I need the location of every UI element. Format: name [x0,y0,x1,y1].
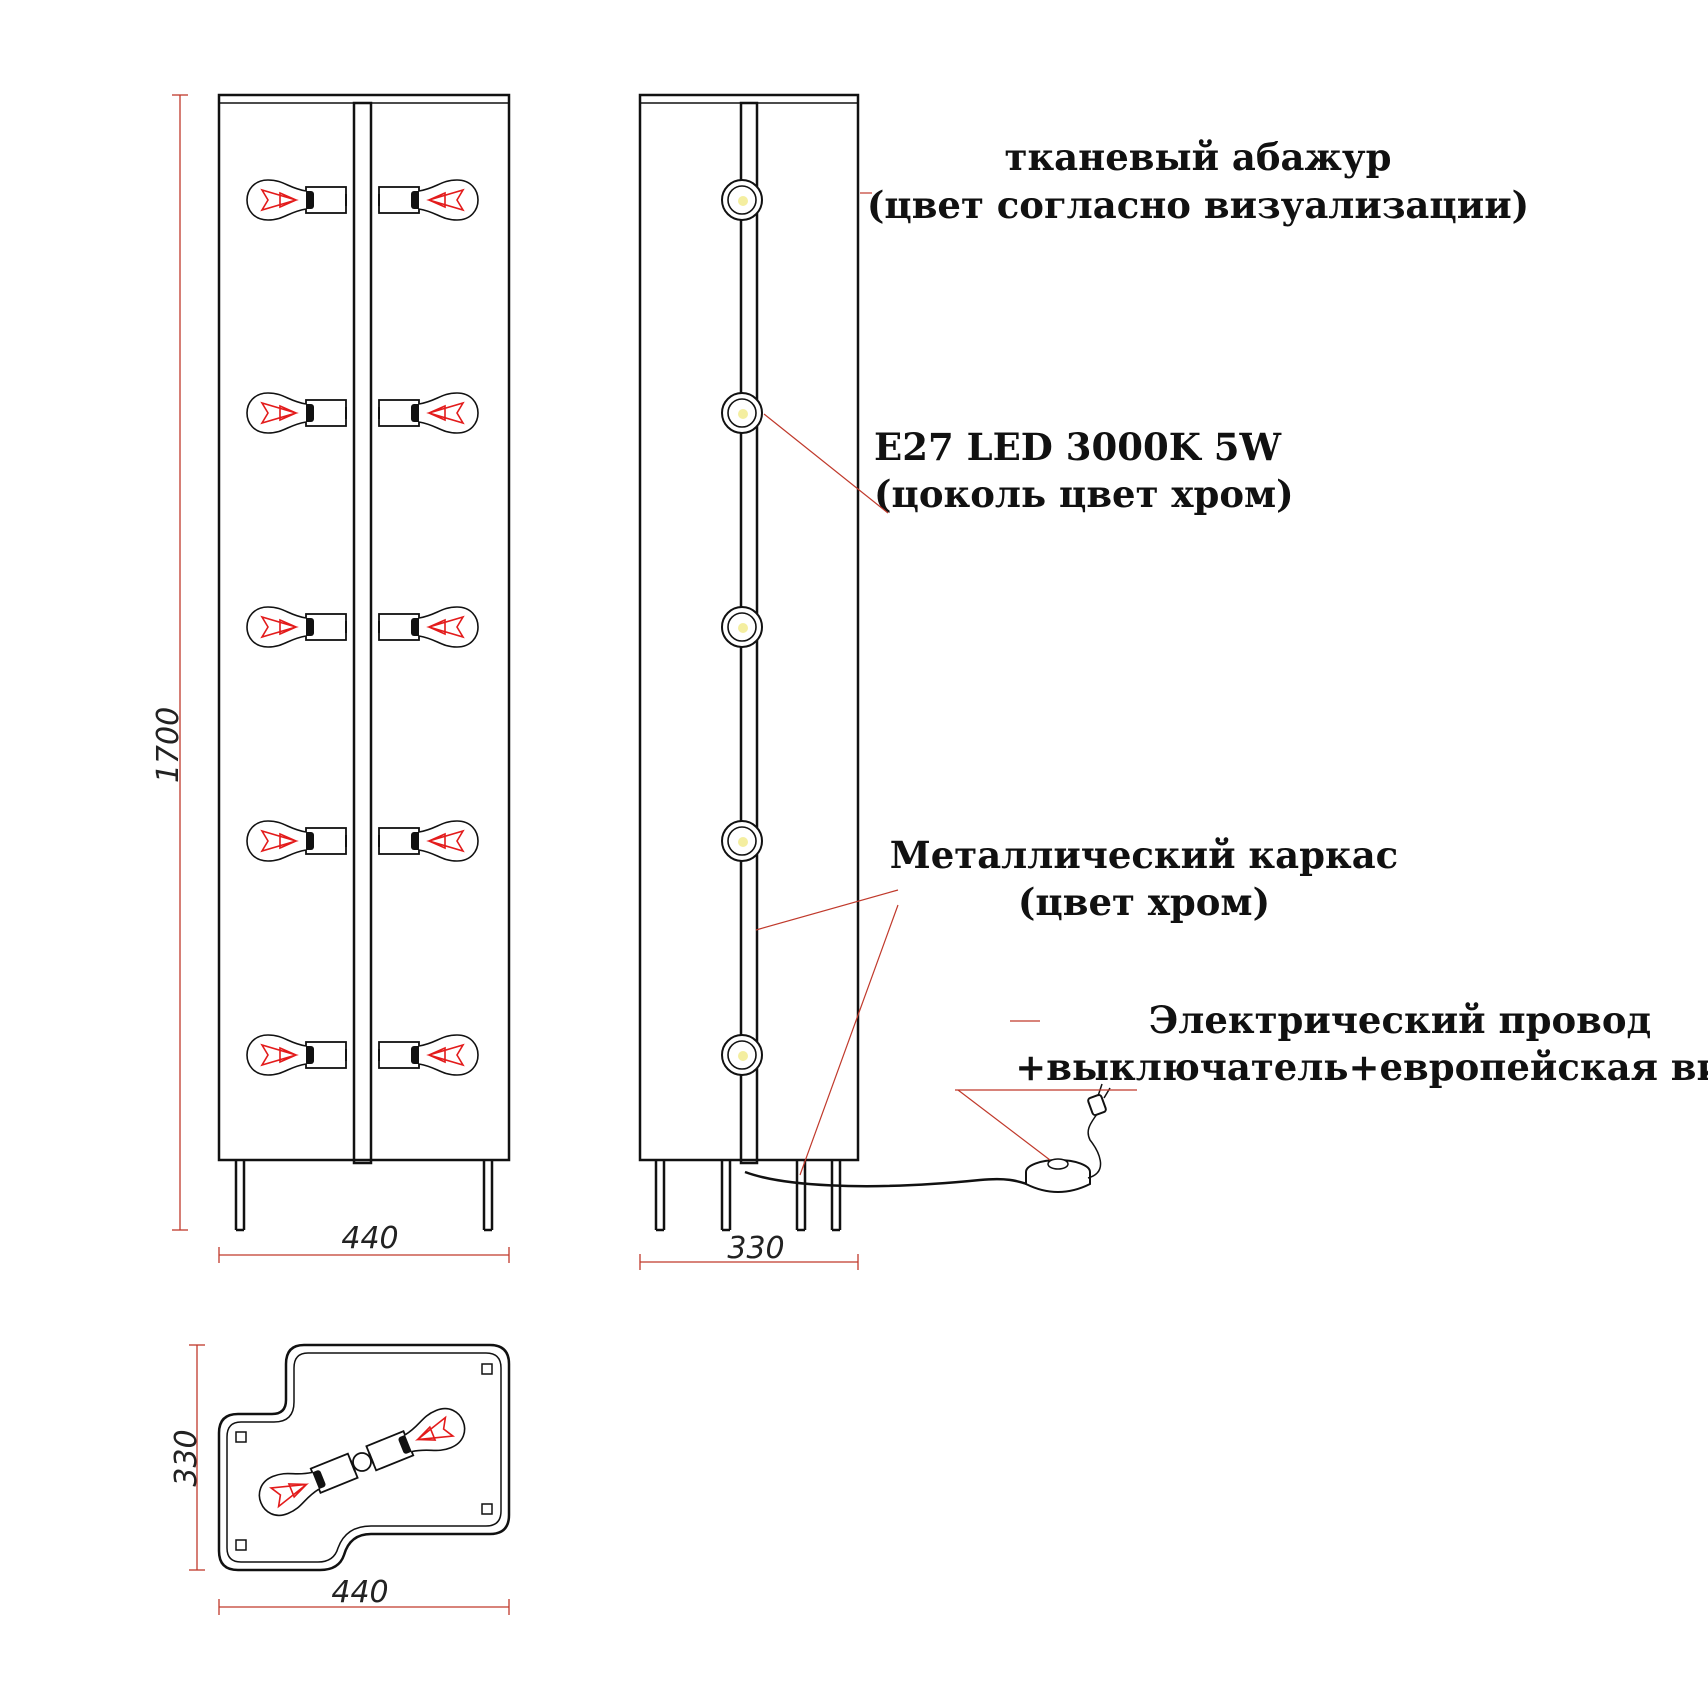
bulb-icon-front-right-2 [378,392,479,434]
bulb-leader [763,413,889,514]
bulb-note-line2: (цоколь цвет хром) [874,472,1294,516]
foot-switch-icon [1025,1158,1091,1193]
bulb-icon-plan-left [258,1452,359,1517]
cable-leader [957,1089,1051,1161]
front-bulb-array [246,179,479,1076]
bulb-icon-side-4 [721,820,763,862]
electric-cable [744,1170,1031,1188]
bulb-icon-front-right-4 [378,820,479,862]
shade-note-line1: тканевый абажур [1005,135,1392,179]
side-width-label: 330 [727,1231,784,1266]
frame-leader-2 [799,904,899,1176]
frame-leader-1 [755,889,899,931]
front-view [217,93,511,1232]
plan-width-dimension: 440 [218,1575,510,1615]
bulb-icon-front-left-4 [246,820,347,862]
bulb-icon-side-1 [721,179,763,221]
bulb-icon-front-right-5 [378,1034,479,1076]
plan-outline-inner [226,1352,502,1563]
cable-note-line1: Электрический провод [1149,998,1651,1042]
bulb-icon-side-3 [721,606,763,648]
front-height-dimension: 1700 [151,94,188,1231]
plan-leg-marker-2 [235,1431,247,1443]
bulb-icon-front-left-3 [246,606,347,648]
plan-leg-marker-3 [481,1503,493,1515]
plan-width-label: 440 [331,1575,388,1610]
plan-depth-label: 330 [169,1429,204,1486]
side-view [638,93,1111,1232]
front-center-post [352,101,373,1165]
frame-note-line2: (цвет хром) [1018,880,1270,924]
bulb-icon-front-right-3 [378,606,479,648]
plan-depth-dimension: 330 [169,1344,205,1571]
side-bulb-array [721,179,763,1076]
front-width-label: 440 [341,1221,398,1256]
plan-bulb-pair [258,1407,466,1517]
frame-note-line1: Металлический каркас [890,833,1398,877]
plan-leg-marker-4 [235,1539,247,1551]
bulb-icon-front-left-5 [246,1034,347,1076]
bulb-icon-front-left-2 [246,392,347,434]
side-width-dimension: 330 [639,1231,859,1270]
front-height-label: 1700 [151,707,186,783]
cable-note-line2: +выключатель+европейская вилка [1015,1045,1708,1089]
shade-note-line2: (цвет согласно визуализации) [867,183,1529,227]
bulb-icon-front-right-1 [378,179,479,221]
plan-outline-outer [217,1343,511,1572]
plan-view [217,1343,511,1572]
plan-bulbs-rotated [258,1407,466,1517]
front-width-dimension: 440 [218,1221,510,1263]
plan-leg-marker-1 [481,1363,493,1375]
bulb-icon-side-5 [721,1034,763,1076]
bulb-icon-plan-right [365,1407,466,1472]
front-shade-outline [217,93,511,1162]
bulb-note-line1: E27 LED 3000K 5W [874,425,1282,469]
side-shade-outline [638,93,860,1162]
bulb-icon-front-left-1 [246,179,347,221]
bulb-icon-side-2 [721,392,763,434]
